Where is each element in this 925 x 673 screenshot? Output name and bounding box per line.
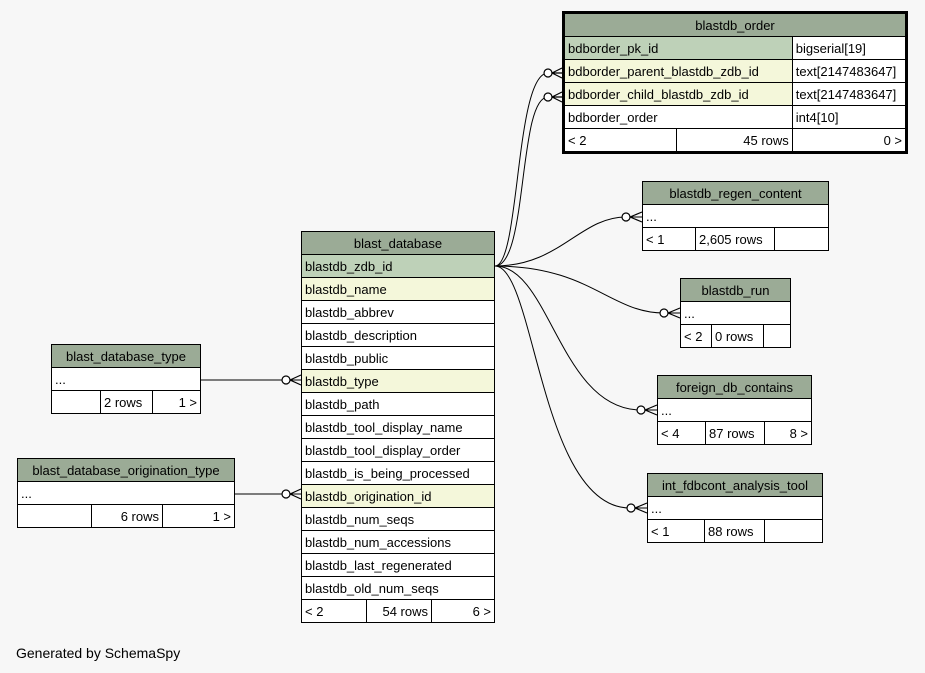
zero-marker [659,308,669,318]
column-name: blastdb_num_seqs [301,507,495,531]
edge-blastdb-order-child [494,96,562,267]
children-count [764,519,823,543]
parents-count: < 1 [642,227,696,251]
edge-blastdb-run [494,265,680,314]
table-blastdb-run[interactable]: blastdb_run ... < 2 0 rows [680,278,791,348]
column-name: blastdb_path [301,392,495,416]
column-name: blastdb_origination_id [301,484,495,508]
zero-marker [281,375,291,385]
crowfoot-marker [667,307,681,319]
column-name: bdborder_child_blastdb_zdb_id [563,82,793,106]
column-type: int4[10] [791,105,908,129]
table-title: foreign_db_contains [657,375,812,399]
columns-ellipsis: ... [657,398,812,422]
column-type: text[2147483647] [791,82,908,106]
column-name: blastdb_is_being_processed [301,461,495,485]
table-blastdb-order[interactable]: blastdb_order bdborder_pk_id bigserial[1… [562,11,908,154]
crowfoot-marker [289,374,302,386]
columns-ellipsis: ... [51,367,201,391]
children-count: 6 > [431,599,495,623]
column-name: blastdb_old_num_seqs [301,576,495,600]
column-type: text[2147483647] [791,59,908,83]
edge-regen-content [494,216,642,267]
column-name: bdborder_order [563,105,793,129]
crowfoot-marker [634,502,648,514]
children-count: 0 > [791,128,908,153]
table-title: blastdb_order [563,12,907,37]
column-name: bdborder_pk_id [563,36,793,60]
column-name: blastdb_zdb_id [301,254,495,278]
table-title: blast_database_origination_type [17,458,235,482]
columns-ellipsis: ... [17,481,235,505]
column-name: blastdb_description [301,323,495,347]
row-count: 6 rows [91,504,163,528]
children-count: 8 > [764,421,812,445]
table-blast-database[interactable]: blast_database blastdb_zdb_id blastdb_na… [301,231,495,623]
zero-marker [543,68,553,78]
row-count: 88 rows [704,519,765,543]
parents-count [17,504,92,528]
row-count: 2,605 rows [695,227,775,251]
table-title: blastdb_run [680,278,791,302]
column-name: blastdb_last_regenerated [301,553,495,577]
crowfoot-marker [289,488,302,500]
parents-count: < 2 [680,324,712,348]
column-type: bigserial[19] [791,36,908,60]
columns-ellipsis: ... [642,204,829,228]
columns-ellipsis: ... [680,301,791,325]
parents-count: < 2 [563,128,677,153]
column-name: blastdb_name [301,277,495,301]
edge-blastdb-order-parent [494,72,562,267]
table-title: int_fdbcont_analysis_tool [647,473,823,497]
column-name: blastdb_num_accessions [301,530,495,554]
row-count: 87 rows [705,421,765,445]
table-blastdb-regen-content[interactable]: blastdb_regen_content ... < 1 2,605 rows [642,181,829,251]
zero-marker [626,503,636,513]
columns-ellipsis: ... [647,496,823,520]
parents-count: < 4 [657,421,706,445]
row-count: 45 rows [676,128,793,153]
zero-marker [621,212,631,222]
children-count [763,324,791,348]
children-count: 1 > [162,504,235,528]
parents-count: < 2 [301,599,367,623]
crowfoot-marker [551,91,563,103]
row-count: 0 rows [711,324,764,348]
zero-marker [543,92,553,102]
children-count [774,227,829,251]
column-name: blastdb_tool_display_name [301,415,495,439]
edge-int-fdbcont [494,265,647,509]
table-title: blast_database [301,231,495,255]
zero-marker [636,405,646,415]
crowfoot-marker [644,404,658,416]
parents-count [51,390,101,414]
row-count: 2 rows [100,390,153,414]
column-name: blastdb_abbrev [301,300,495,324]
table-foreign-db-contains[interactable]: foreign_db_contains ... < 4 87 rows 8 > [657,375,812,445]
table-blast-database-type[interactable]: blast_database_type ... 2 rows 1 > [51,344,201,414]
column-name: bdborder_parent_blastdb_zdb_id [563,59,793,83]
generated-by-label: Generated by SchemaSpy [16,645,181,661]
table-title: blast_database_type [51,344,201,368]
crowfoot-marker [629,211,643,223]
table-blast-database-origination-type[interactable]: blast_database_origination_type ... 6 ro… [17,458,235,528]
parents-count: < 1 [647,519,705,543]
children-count: 1 > [152,390,201,414]
zero-marker [281,489,291,499]
table-int-fdbcont-analysis-tool[interactable]: int_fdbcont_analysis_tool ... < 1 88 row… [647,473,823,543]
crowfoot-marker [551,67,563,79]
column-name: blastdb_tool_display_order [301,438,495,462]
edge-foreign-db-contains [494,265,657,411]
table-title: blastdb_regen_content [642,181,829,205]
row-count: 54 rows [366,599,432,623]
column-name: blastdb_public [301,346,495,370]
column-name: blastdb_type [301,369,495,393]
